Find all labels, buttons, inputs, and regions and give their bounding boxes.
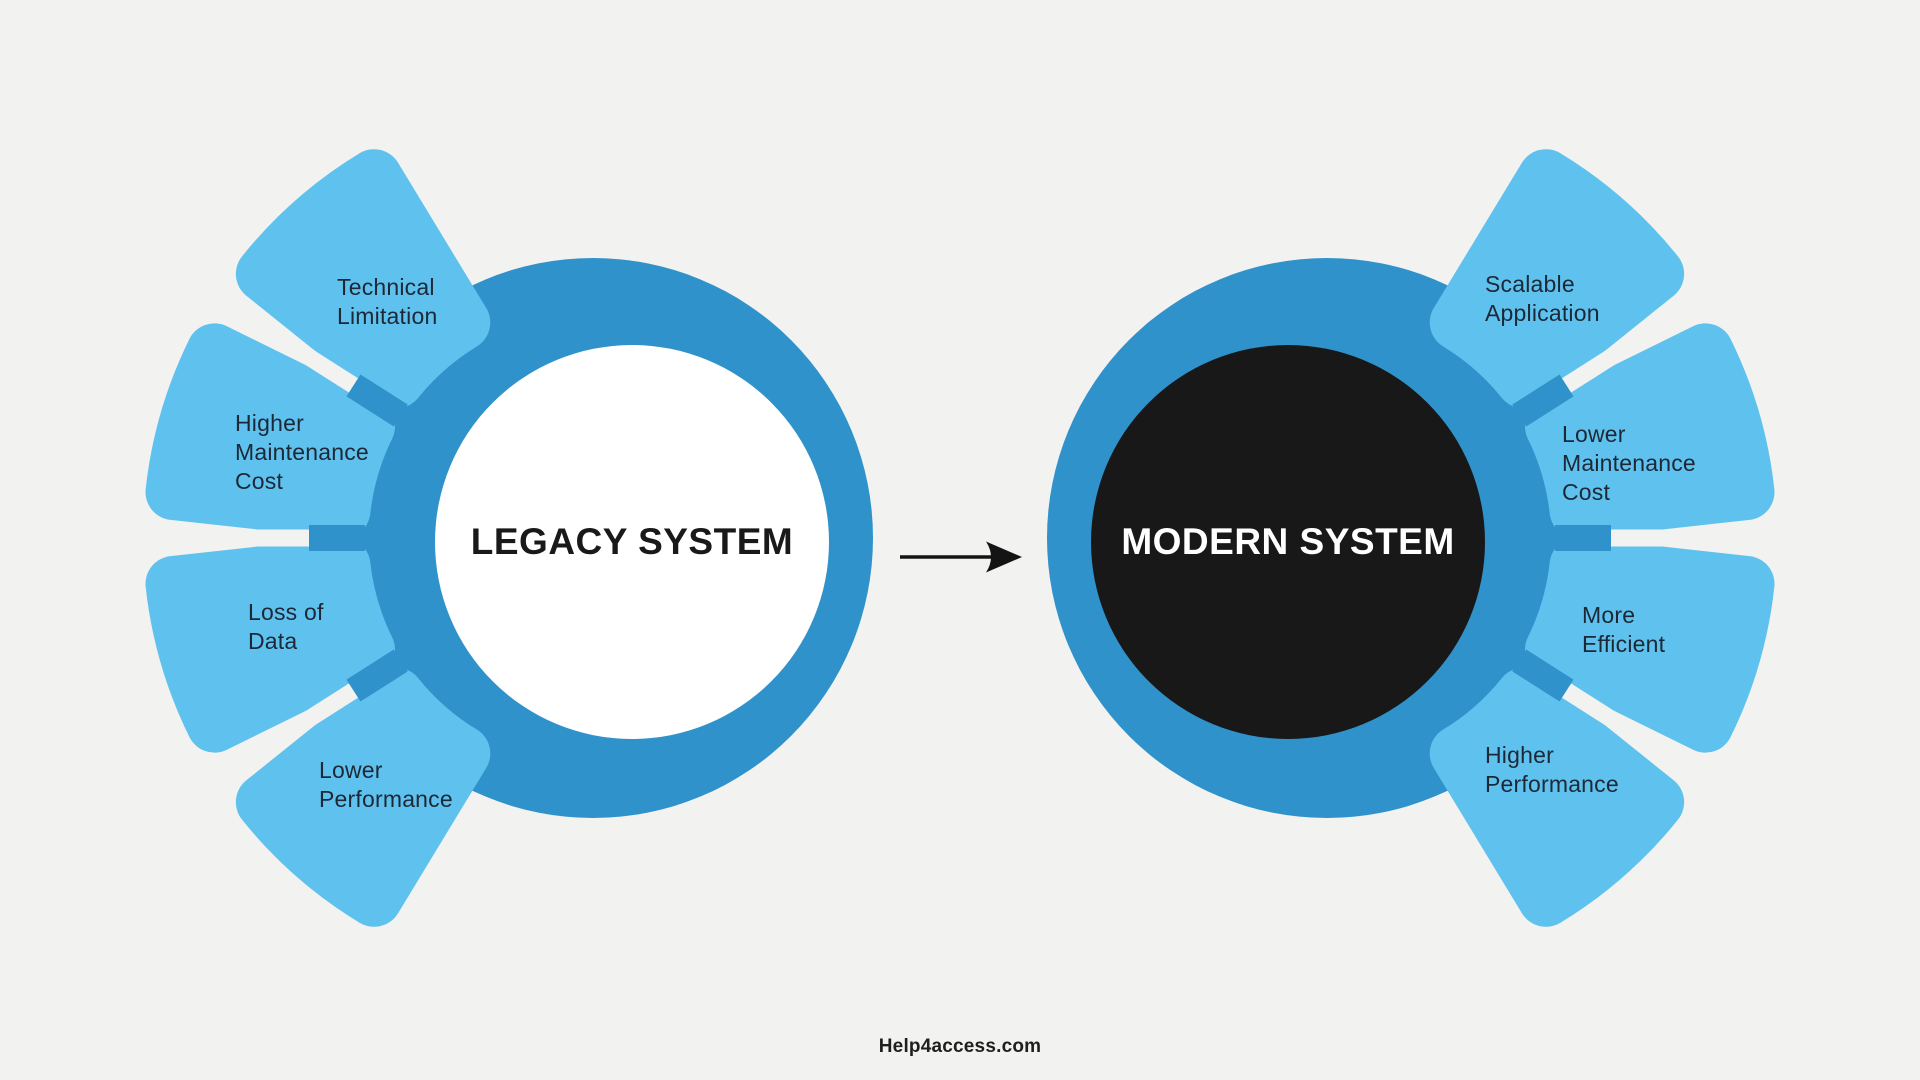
petal-label-higher-performance: Higher Performance: [1485, 742, 1619, 797]
petal-label-lower-performance: Lower Performance: [319, 757, 453, 812]
petal-label-lower-maintenance-cost: Lower Maintenance Cost: [1562, 421, 1696, 505]
modern-system-title: MODERN SYSTEM: [1121, 521, 1455, 562]
arrow-icon: [900, 541, 1022, 573]
footer-url: Help4access.com: [878, 1036, 1042, 1057]
modern-inner-circle: [1091, 345, 1485, 739]
legacy-inner-circle: [435, 345, 829, 739]
petal-label-higher-maintenance-cost: Higher Maintenance Cost: [235, 410, 369, 494]
legacy-system-title: LEGACY SYSTEM: [470, 521, 794, 562]
legacy-hub: [83, 172, 873, 903]
petal-label-loss-of-data: Loss of Data: [248, 599, 324, 654]
petal-label-scalable-application: Scalable Application: [1485, 271, 1600, 326]
modern-hub: [1047, 172, 1837, 903]
petal-label-technical-limitation: Technical Limitation: [337, 274, 438, 329]
petal-label-more-efficient: More Efficient: [1582, 602, 1666, 657]
